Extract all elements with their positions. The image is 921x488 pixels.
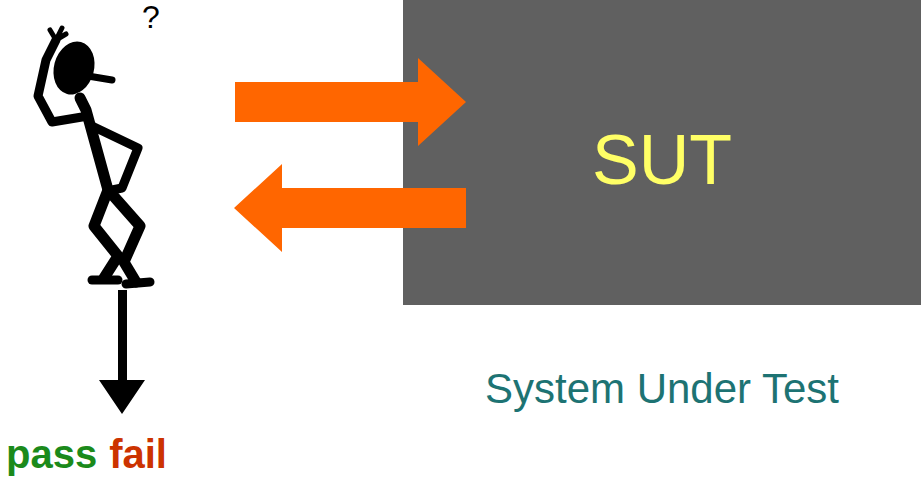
box-title: SUT [592, 122, 732, 199]
input-arrow [235, 58, 466, 146]
fail-label: fail [109, 432, 167, 476]
pass-label: pass [6, 432, 97, 476]
output-arrow [234, 164, 466, 252]
question-mark: ? [142, 0, 160, 35]
box-caption: System Under Test [485, 366, 839, 412]
system-box: SUTSystem Under Test [403, 0, 921, 305]
stick-figure [38, 28, 150, 284]
verdict-arrow [99, 290, 145, 414]
